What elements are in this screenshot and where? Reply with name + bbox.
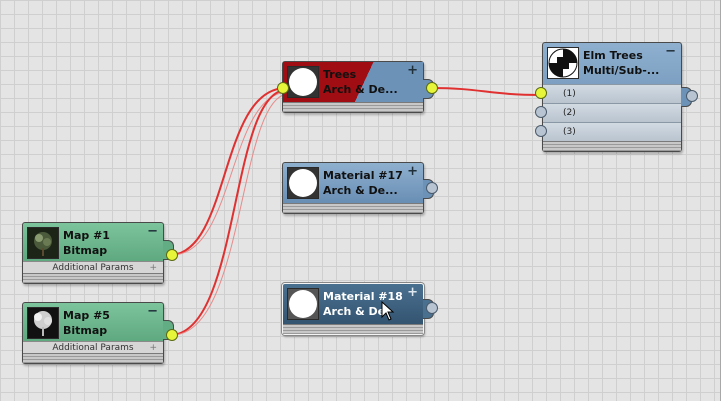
tree-bitmap-icon (27, 307, 59, 339)
node-title: Trees (323, 68, 357, 81)
node-subtitle: Arch & De (323, 305, 386, 318)
node-map-1[interactable]: Map #1 Bitmap − Additional Params + (22, 222, 164, 284)
node-map-5[interactable]: Map #5 Bitmap − Additional Params + (22, 302, 164, 364)
additional-params-rollout[interactable]: Additional Params + (23, 341, 163, 354)
node-subtitle: Bitmap (63, 324, 108, 337)
additional-params-rollout[interactable]: Additional Params + (23, 261, 163, 274)
collapse-button[interactable]: − (665, 44, 676, 59)
node-footer (283, 203, 423, 213)
input-socket-slot-1[interactable] (535, 87, 547, 99)
params-label: Additional Params (52, 343, 134, 353)
output-socket-material-17[interactable] (426, 182, 438, 194)
output-socket-map-1[interactable] (166, 249, 178, 261)
white-sphere-icon (287, 167, 319, 199)
collapse-button[interactable]: − (147, 224, 158, 239)
wire-map5-to-trees-b (171, 93, 288, 336)
params-expand-button[interactable]: + (149, 343, 157, 353)
output-socket-elm[interactable] (686, 90, 698, 102)
node-footer (543, 141, 681, 151)
wire-trees-to-elm[interactable] (431, 87, 542, 96)
mouse-cursor-icon (381, 301, 395, 321)
node-title: Elm Trees (583, 49, 643, 62)
node-footer (23, 273, 163, 283)
white-sphere-icon (287, 66, 319, 98)
node-trees[interactable]: Trees Arch & De... + (282, 61, 424, 113)
slot-2[interactable]: (2) (543, 103, 681, 122)
node-footer (283, 102, 423, 112)
white-sphere-icon (287, 288, 319, 320)
wire-map1-to-trees[interactable] (171, 87, 286, 256)
params-label: Additional Params (52, 263, 134, 273)
node-title: Map #5 (63, 309, 110, 322)
node-material-17[interactable]: Material #17 Arch & De... + (282, 162, 424, 214)
node-elm-trees[interactable]: Elm Trees Multi/Sub-... − (1) (2) (3) (542, 42, 682, 152)
slot-1[interactable]: (1) (543, 84, 681, 103)
expand-button[interactable]: + (407, 63, 418, 78)
node-subtitle: Bitmap (63, 244, 108, 257)
expand-button[interactable]: + (407, 164, 418, 179)
node-subtitle: Arch & De... (323, 184, 398, 197)
checker-sphere-icon (547, 47, 579, 79)
node-title: Material #17 (323, 169, 403, 182)
input-socket-slot-2[interactable] (535, 106, 547, 118)
wire-map1-to-trees-b (171, 91, 288, 256)
output-socket-map-5[interactable] (166, 329, 178, 341)
wire-map5-to-trees[interactable] (171, 89, 286, 336)
node-title: Material #18 (323, 290, 403, 303)
node-subtitle: Multi/Sub-... (583, 64, 660, 77)
collapse-button[interactable]: − (147, 304, 158, 319)
output-socket-material-18[interactable] (426, 302, 438, 314)
node-footer (283, 324, 423, 334)
input-socket-trees[interactable] (277, 82, 289, 94)
expand-button[interactable]: + (407, 285, 418, 300)
node-material-18[interactable]: Material #18 Arch & De + (282, 283, 424, 335)
node-subtitle: Arch & De... (323, 83, 398, 96)
params-expand-button[interactable]: + (149, 263, 157, 273)
input-socket-slot-3[interactable] (535, 125, 547, 137)
node-footer (23, 353, 163, 363)
sub-material-slots: (1) (2) (3) (543, 84, 681, 141)
node-title: Map #1 (63, 229, 110, 242)
output-socket-trees[interactable] (426, 82, 438, 94)
tree-bitmap-icon (27, 227, 59, 259)
slot-3[interactable]: (3) (543, 122, 681, 141)
